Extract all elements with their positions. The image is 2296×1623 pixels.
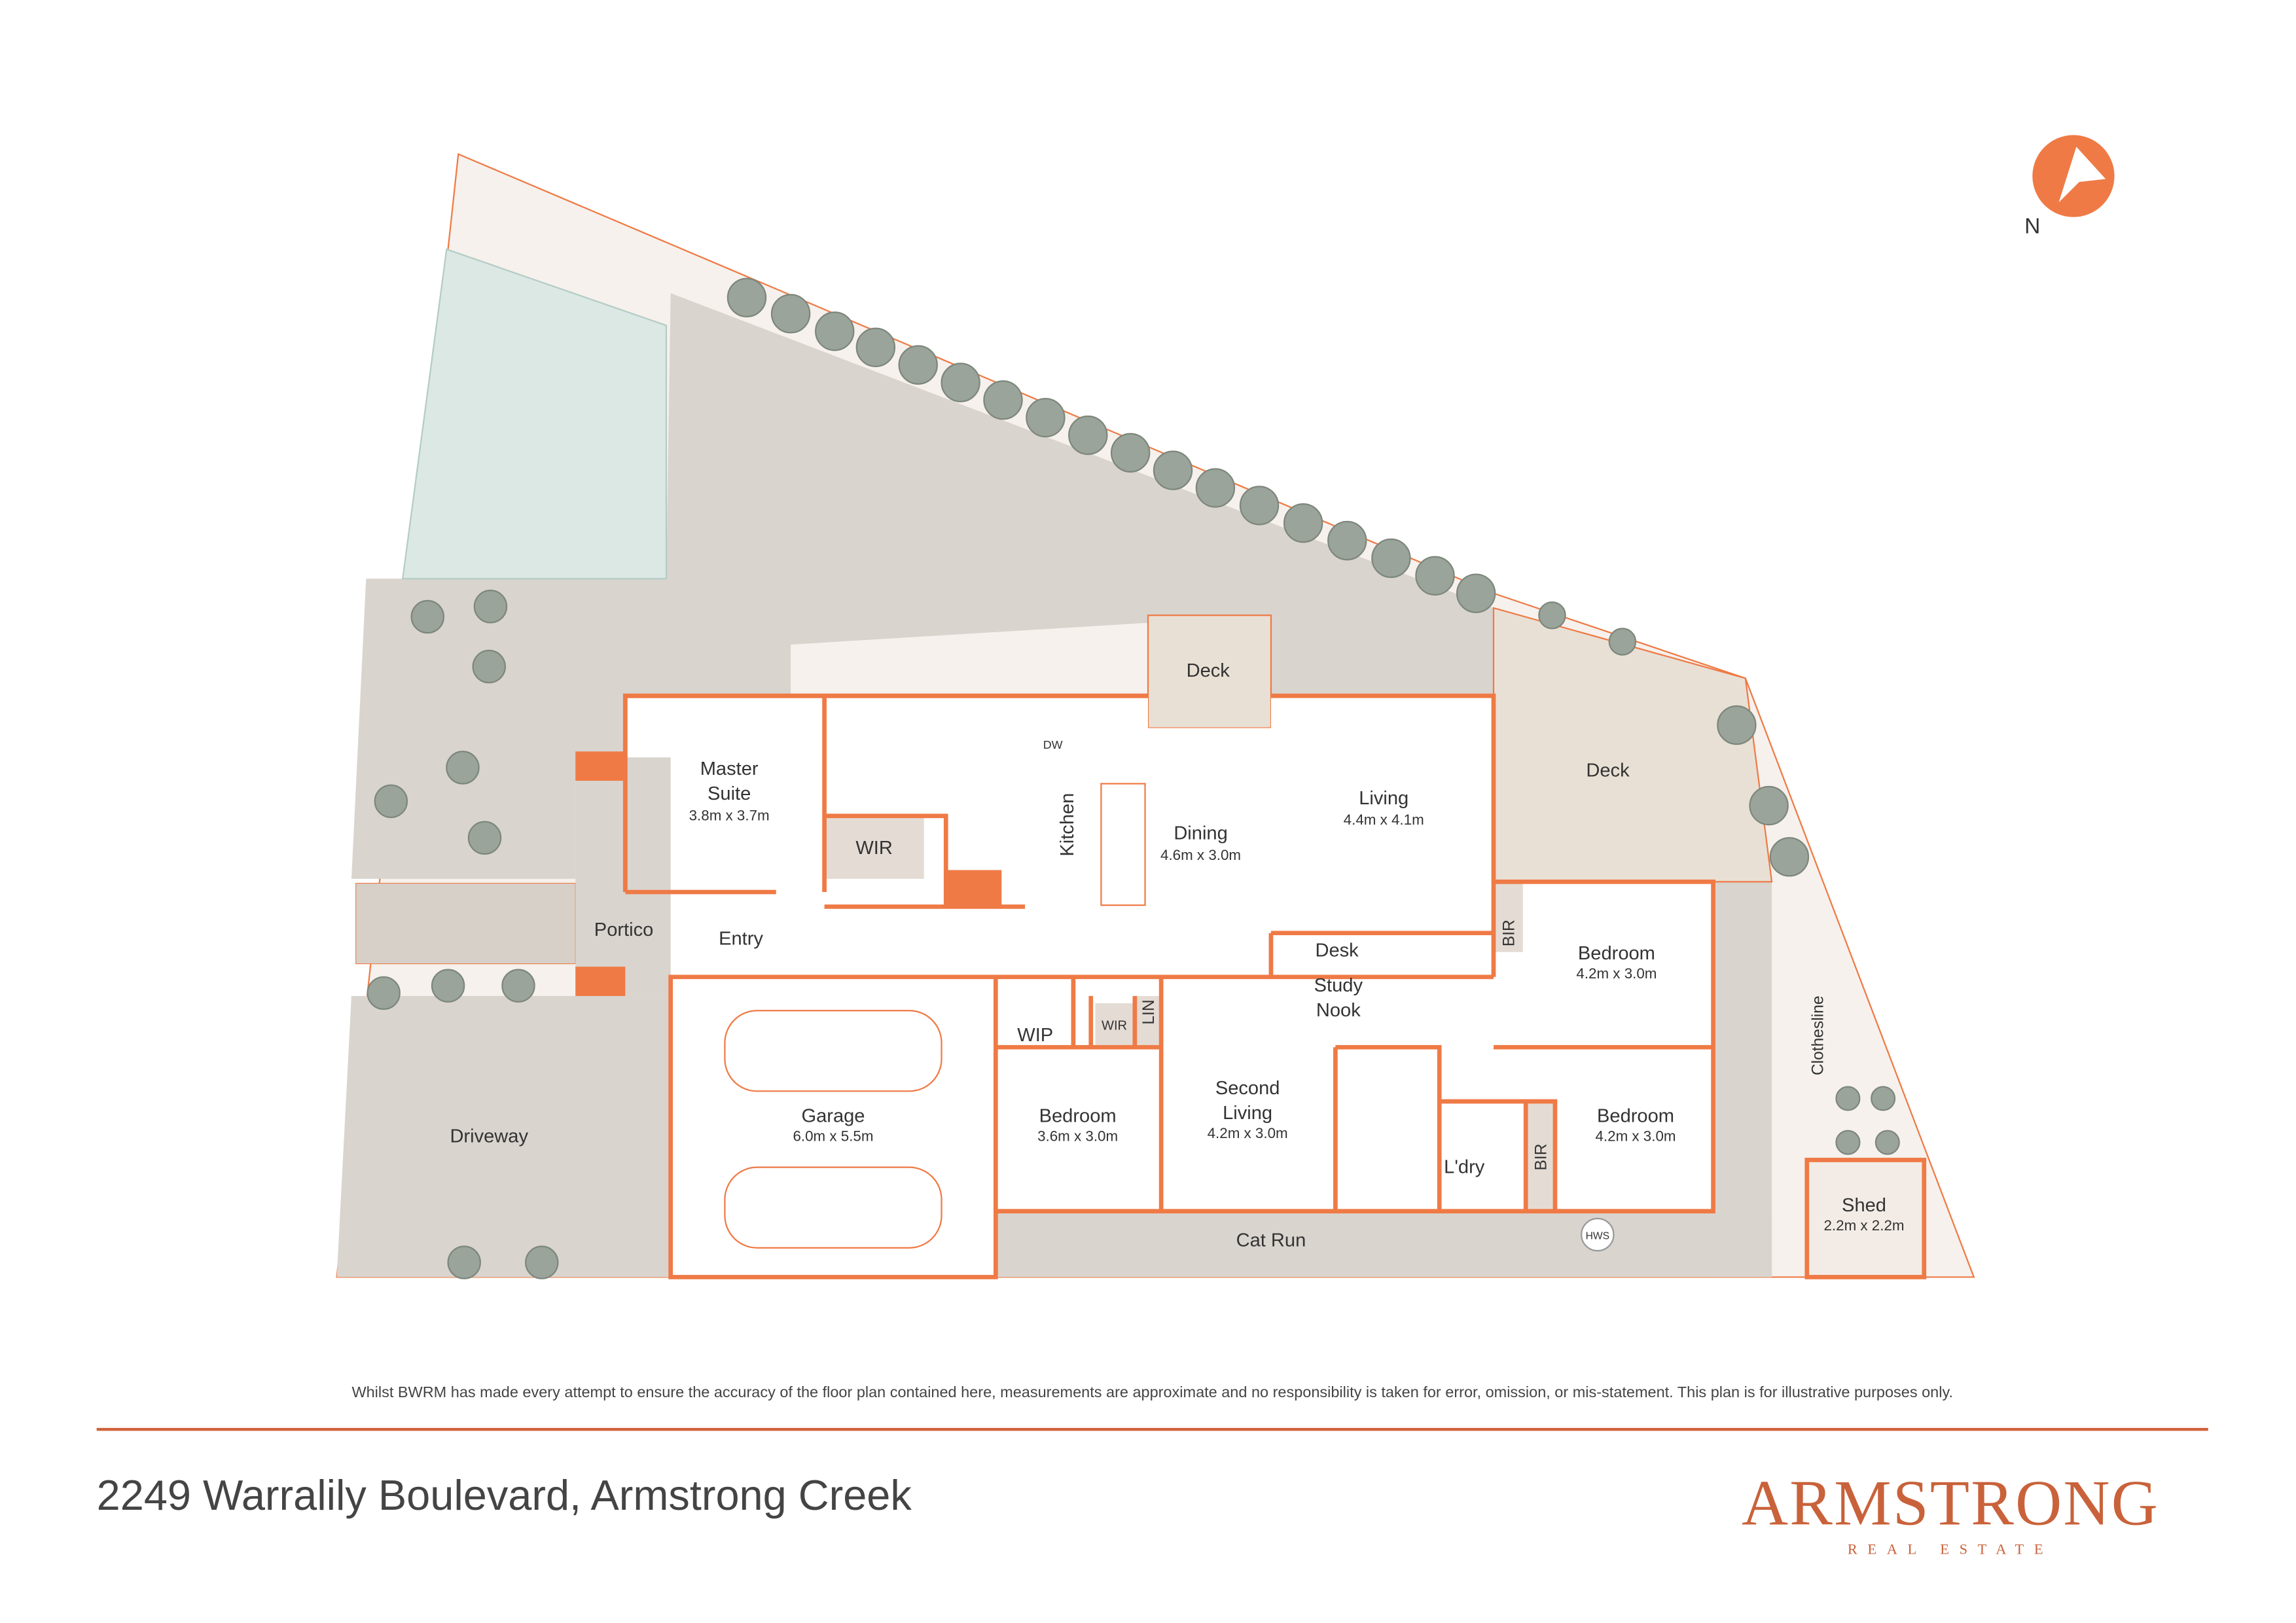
living-dims: 4.4m x 4.1m xyxy=(1344,812,1424,828)
brand-tagline: REAL ESTATE xyxy=(1848,1541,2053,1557)
wir-label: WIR xyxy=(855,838,893,859)
lin-fill xyxy=(1134,995,1162,1048)
deck-right-label: Deck xyxy=(1586,760,1630,781)
dining-label: Dining xyxy=(1174,823,1227,844)
garage-dims: 6.0m x 5.5m xyxy=(793,1128,873,1144)
compass-arrow-icon xyxy=(2058,147,2106,203)
lin-label: LIN xyxy=(1140,999,1158,1024)
deck-top xyxy=(1147,615,1272,729)
shed-label: Shed xyxy=(1842,1195,1886,1216)
kitchen-island xyxy=(1100,783,1146,906)
footer-divider xyxy=(96,1427,2208,1431)
bedroom-bottom-right-label: Bedroom xyxy=(1597,1105,1674,1126)
bir-top-label: BIR xyxy=(1500,919,1518,946)
deck-top-label: Deck xyxy=(1187,660,1230,681)
shed-dims: 2.2m x 2.2m xyxy=(1823,1217,1904,1234)
bir-top-fill xyxy=(1493,882,1523,952)
hedge-trees xyxy=(367,277,1900,1279)
wip-label: WIP xyxy=(1017,1025,1053,1046)
bedroom-top-right-label: Bedroom xyxy=(1578,943,1655,964)
second-living-label: Second xyxy=(1215,1078,1280,1099)
bedroom-left-dims: 3.6m x 3.0m xyxy=(1037,1128,1118,1144)
laundry-label: L'dry xyxy=(1444,1157,1485,1178)
shed xyxy=(1804,1158,1927,1279)
path-pavers xyxy=(355,883,576,965)
bedroom-bottom-right-dims: 4.2m x 3.0m xyxy=(1595,1128,1676,1144)
bir-bottom-fill xyxy=(1526,1101,1555,1211)
car-icon xyxy=(724,1166,942,1249)
gravel-yard xyxy=(351,293,1494,879)
side-gravel xyxy=(1713,882,1772,1277)
entry-label: Entry xyxy=(719,929,763,950)
bedroom-left-label: Bedroom xyxy=(1039,1105,1117,1126)
property-address: 2249 Warralily Boulevard, Armstrong Cree… xyxy=(97,1471,912,1519)
gravel-driveway xyxy=(336,995,671,1277)
master-suite-label: Master xyxy=(700,758,759,779)
clothesline-label: Clothesline xyxy=(1809,995,1827,1075)
portico-pillar-bottom xyxy=(575,967,626,996)
desk-label: Desk xyxy=(1315,940,1359,961)
second-living-dims: 4.2m x 3.0m xyxy=(1208,1125,1288,1141)
kitchen-label: Kitchen xyxy=(1057,793,1078,857)
master-wir-fill xyxy=(824,815,924,879)
lawn xyxy=(401,248,668,580)
brand-logo: ARMSTRONG xyxy=(1742,1468,2159,1539)
wir-small-fill xyxy=(1095,1003,1135,1048)
second-living-label: Living xyxy=(1223,1103,1272,1124)
master-suite-label: Suite xyxy=(708,783,751,804)
cat-run-label: Cat Run xyxy=(1236,1230,1306,1251)
hws-icon xyxy=(1581,1217,1615,1252)
living-label: Living xyxy=(1359,788,1408,809)
car-icon xyxy=(724,1010,942,1092)
bir-bottom-label: BIR xyxy=(1533,1143,1551,1170)
study-nook-label: Study xyxy=(1314,975,1363,996)
room-labels: Master Suite 3.8m x 3.7m WIR Kitchen DW … xyxy=(450,660,1904,1251)
walls xyxy=(622,693,1715,1279)
ensuite-fill xyxy=(946,870,1002,907)
disclaimer-text: Whilst BWRM has made every attempt to en… xyxy=(351,1383,1953,1400)
master-suite-dims: 3.8m x 3.7m xyxy=(689,807,770,823)
hws-label: HWS xyxy=(1586,1230,1610,1241)
north-compass: N xyxy=(2024,135,2115,238)
garage-label: Garage xyxy=(801,1105,865,1126)
portico-label: Portico xyxy=(594,919,654,940)
wir-small-label: WIR xyxy=(1102,1018,1127,1033)
portico-pillar-top xyxy=(575,751,626,781)
house xyxy=(575,693,1927,1279)
driveway-label: Driveway xyxy=(450,1126,528,1147)
study-nook-label: Nook xyxy=(1316,1000,1361,1021)
north-label: N xyxy=(2024,214,2040,238)
bedroom-top-right-dims: 4.2m x 3.0m xyxy=(1576,965,1657,982)
dw-label: DW xyxy=(1043,738,1063,751)
cat-run-gravel xyxy=(996,1211,1772,1277)
dining-dims: 4.6m x 3.0m xyxy=(1160,847,1241,863)
